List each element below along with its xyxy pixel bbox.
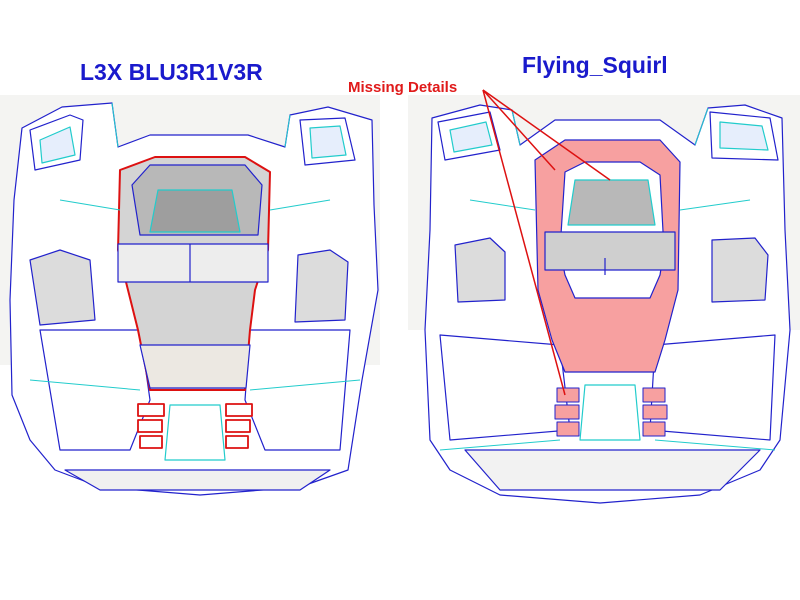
left-model: [9, 102, 379, 496]
right-chin: [464, 449, 761, 491]
callout-pointer-1: [482, 89, 556, 171]
left-vent-right-inner: [309, 125, 347, 159]
left-chin: [64, 469, 331, 491]
right-sidepod-right: [711, 237, 769, 303]
right-vent-left-inner: [449, 121, 493, 153]
right-cockpit-seat: [567, 179, 656, 226]
left-cockpit-seat: [149, 189, 241, 233]
missing-details-callout: Missing Details: [348, 79, 458, 96]
right-model: [424, 104, 791, 504]
right-crossbar: [544, 231, 676, 271]
right-lower-left: [439, 334, 571, 441]
right-vent-right-inner: [719, 121, 769, 151]
left-floor: [139, 344, 251, 389]
left-sidepod-left: [29, 249, 96, 326]
left-sidepod-right: [294, 249, 349, 323]
left-lower-panel: [39, 329, 151, 451]
left-model-label: L3X BLU3R1V3R: [80, 59, 263, 85]
left-vent-left-inner: [39, 126, 76, 164]
callout-pointer-3: [482, 89, 611, 181]
right-pink-details: [554, 387, 668, 437]
right-nose: [579, 384, 641, 441]
left-crossbar: [117, 243, 269, 283]
callout-pointer-2: [482, 89, 566, 396]
left-lower-panel-r: [244, 329, 351, 451]
left-edges: [29, 102, 361, 391]
left-nose: [164, 404, 226, 461]
right-sidepod-left: [454, 237, 506, 303]
right-edges: [439, 107, 776, 451]
callout-pointers: [482, 89, 611, 396]
right-model-label: Flying_Squirl: [522, 52, 668, 78]
right-lower-right: [649, 334, 776, 441]
left-red-details: [137, 403, 253, 449]
